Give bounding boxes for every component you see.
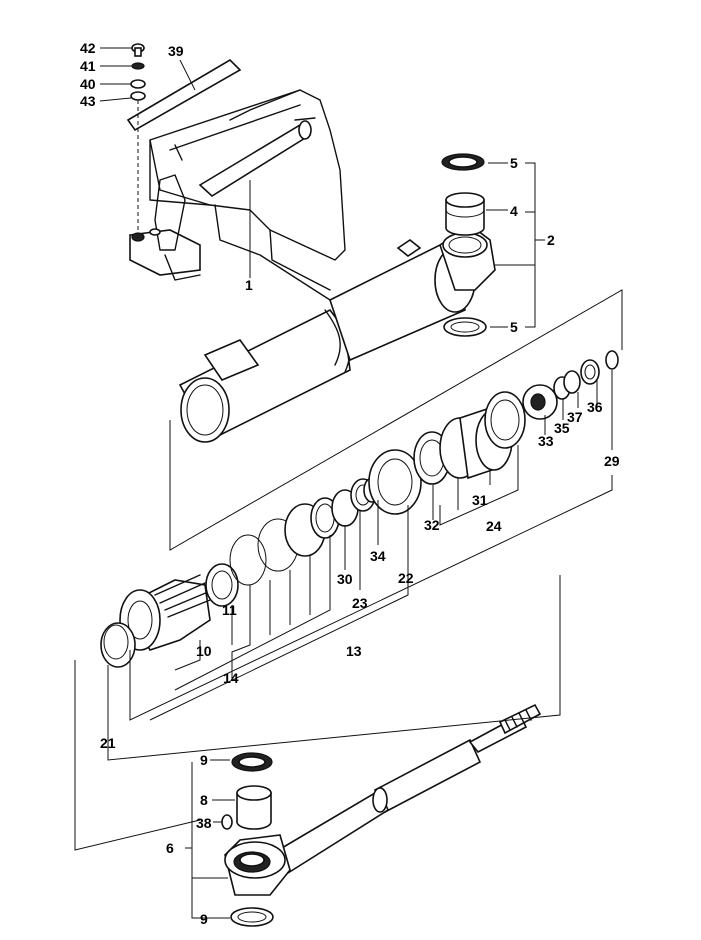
label-32: 32 bbox=[424, 517, 440, 533]
label-36: 36 bbox=[587, 399, 603, 415]
label-1: 1 bbox=[245, 277, 253, 293]
label-24: 24 bbox=[486, 518, 502, 534]
label-13: 13 bbox=[346, 643, 362, 659]
bolt-stack bbox=[130, 43, 146, 230]
label-21: 21 bbox=[100, 735, 116, 751]
label-2: 2 bbox=[547, 232, 555, 248]
label-5-top: 5 bbox=[510, 155, 518, 171]
label-35: 35 bbox=[554, 420, 570, 436]
label-9-top: 9 bbox=[200, 752, 208, 768]
top-bushings bbox=[441, 153, 487, 337]
label-43: 43 bbox=[80, 93, 96, 109]
label-22: 22 bbox=[398, 570, 414, 586]
label-30: 30 bbox=[337, 571, 353, 587]
frame-structure bbox=[129, 89, 346, 301]
label-8: 8 bbox=[200, 792, 208, 808]
label-10: 10 bbox=[196, 643, 212, 659]
label-42: 42 bbox=[80, 40, 96, 56]
plate-39 bbox=[126, 58, 242, 132]
label-39: 39 bbox=[168, 43, 184, 59]
label-6: 6 bbox=[166, 840, 174, 856]
label-41: 41 bbox=[80, 58, 96, 74]
bottom-bushings bbox=[221, 752, 274, 927]
label-34: 34 bbox=[370, 548, 386, 564]
label-4: 4 bbox=[510, 203, 518, 219]
label-9-bottom: 9 bbox=[200, 911, 208, 927]
label-40: 40 bbox=[80, 76, 96, 92]
label-29: 29 bbox=[604, 453, 620, 469]
label-5-bottom: 5 bbox=[510, 319, 518, 335]
piston-rod bbox=[224, 703, 542, 896]
label-31: 31 bbox=[472, 492, 488, 508]
label-23: 23 bbox=[352, 595, 368, 611]
label-33: 33 bbox=[538, 433, 554, 449]
label-38: 38 bbox=[196, 815, 212, 831]
seal-parts-row bbox=[100, 350, 619, 668]
label-14: 14 bbox=[223, 670, 239, 686]
leader-lines bbox=[74, 47, 623, 919]
part-labels: 42 41 40 43 39 1 5 4 2 5 36 37 35 33 29 … bbox=[80, 40, 620, 927]
label-11: 11 bbox=[222, 602, 237, 618]
label-37: 37 bbox=[567, 409, 583, 425]
